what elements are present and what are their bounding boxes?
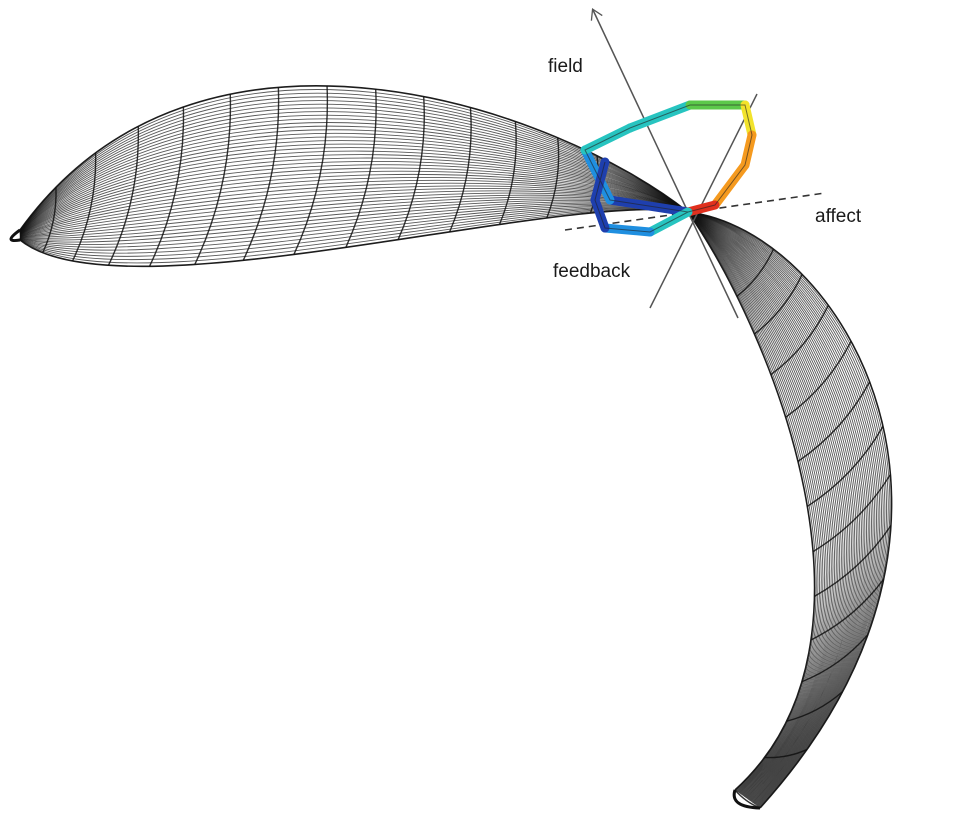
left-lobe-mesh xyxy=(11,86,688,266)
field-axis-label: field xyxy=(548,56,583,78)
mesh-line xyxy=(688,212,861,801)
mesh-line xyxy=(688,212,882,806)
mesh-tip-edge xyxy=(11,230,20,241)
right-lobe-mesh xyxy=(688,212,892,808)
affect-axis-label: affect xyxy=(815,206,861,228)
mesh-line xyxy=(688,212,870,803)
feedback-axis-label: feedback xyxy=(553,261,630,283)
